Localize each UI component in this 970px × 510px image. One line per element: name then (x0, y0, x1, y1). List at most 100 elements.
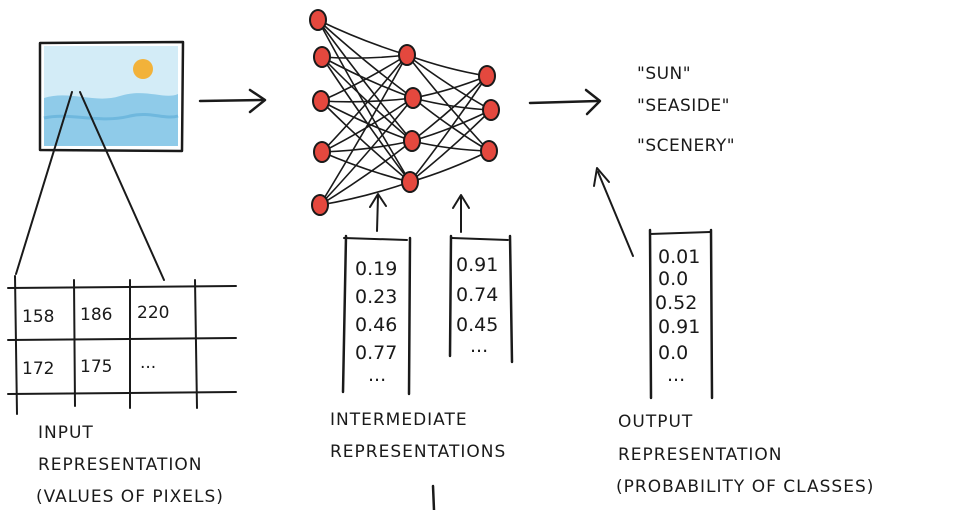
output-label-line2: REPRESENTATION (618, 445, 782, 465)
vector-bracket-top (451, 237, 509, 241)
vector-value: 0.23 (355, 286, 397, 308)
network-connection (317, 19, 413, 142)
pixel-cell: 175 (80, 357, 112, 377)
vector-value: 0.91 (456, 254, 498, 276)
input-label: INPUT REPRESENTATION (VALUES OF PIXELS) (36, 423, 224, 507)
neuron (401, 171, 419, 193)
vector-value: 0.91 (658, 316, 700, 338)
network-connection (321, 56, 411, 183)
network-connection (409, 75, 488, 183)
grid-line-h2 (7, 337, 237, 341)
neuron (480, 140, 498, 162)
arrow-input-to-network (198, 88, 267, 114)
sun-icon (133, 59, 153, 79)
pixel-cell: 172 (22, 359, 54, 379)
neuron (313, 141, 331, 163)
neuron (478, 65, 496, 87)
network-connection (319, 54, 408, 206)
input-label-line1: INPUT (38, 423, 94, 443)
vector-bracket-right (407, 236, 412, 396)
vector-bracket-left (448, 234, 453, 358)
bottom-tick (431, 484, 436, 510)
vector-value: 0.0 (658, 342, 688, 364)
neuron (312, 90, 330, 112)
network-connection (321, 54, 408, 153)
output-label-line1: OUTPUT (618, 412, 693, 432)
network-connection (321, 56, 414, 99)
image-wave (43, 112, 179, 121)
network-connection (321, 151, 411, 183)
input-image (38, 40, 185, 153)
vector-value: 0.52 (655, 292, 697, 314)
vector-value: 0.0 (658, 268, 688, 290)
input-label-line2: REPRESENTATION (38, 455, 202, 475)
image-border (38, 40, 185, 153)
neuron (313, 46, 331, 68)
network-neurons (309, 9, 500, 216)
vector-value: 0.46 (355, 314, 397, 336)
pixel-grid: 158 186 220 172 175 ... (7, 275, 237, 415)
class-label-seaside: "SEASIDE" (637, 96, 730, 116)
grid-line-v4 (194, 279, 198, 409)
output-label: OUTPUT REPRESENTATION (PROBABILITY OF CL… (616, 412, 874, 497)
class-label-scenery: "SCENERY" (637, 136, 735, 156)
network-connection (320, 97, 414, 103)
pixel-cell: 186 (80, 305, 112, 325)
neuron (311, 194, 329, 216)
network-connection (319, 97, 414, 206)
grid-line-v2 (73, 279, 76, 407)
neural-network (309, 9, 500, 216)
neuron (404, 87, 422, 109)
vector-bracket-top (649, 231, 711, 235)
network-connection (320, 100, 413, 142)
arrow-head (584, 88, 602, 116)
network-connection (321, 140, 413, 153)
connector-line-left (15, 91, 73, 275)
vector-arrow-head (452, 194, 470, 209)
class-label-sun: "SUN" (637, 64, 691, 84)
vector-value: ... (470, 335, 488, 357)
vector-arrow-shaft (376, 195, 379, 232)
intermediate-label-line2: REPRESENTATIONS (330, 442, 506, 462)
neuron (309, 9, 327, 31)
network-connection (317, 19, 408, 56)
arrow-shaft (198, 98, 264, 103)
vector-value: ... (667, 364, 685, 386)
class-labels: "SUN" "SEASIDE" "SCENERY" (637, 64, 735, 156)
intermediate-label-line1: INTERMEDIATE (330, 410, 468, 430)
network-connection (320, 100, 411, 183)
input-label-line3: (VALUES OF PIXELS) (36, 487, 224, 507)
vector-value: 0.77 (355, 342, 397, 364)
network-connection (406, 54, 488, 77)
pixel-cell: 220 (137, 303, 169, 323)
network-connection (411, 140, 490, 152)
grid-line-h3 (7, 391, 237, 395)
output-label-line3: (PROBABILITY OF CLASSES) (616, 477, 874, 497)
vector-arrow-head (593, 167, 610, 187)
network-connection (317, 19, 411, 183)
network-connection (406, 54, 492, 111)
network-connection (321, 97, 414, 153)
pixel-cell: 158 (22, 307, 54, 327)
arrow-network-to-classes (528, 88, 602, 116)
vector-value: 0.45 (456, 314, 498, 336)
vector-bracket-top (343, 237, 408, 241)
vector-bracket-left (341, 234, 348, 394)
vector-value: 0.74 (456, 284, 498, 306)
output-vector: 0.01 0.0 0.52 0.91 0.0 ... (593, 167, 714, 400)
connector-line-right (79, 91, 165, 281)
grid-line-v1 (14, 275, 18, 415)
intermediate-vector-2: 0.91 0.74 0.45 ... (448, 194, 514, 364)
image-to-grid-lines (15, 91, 165, 281)
arrow-head (248, 88, 267, 114)
network-connection (319, 181, 411, 206)
vector-arrow-shaft (597, 171, 634, 257)
network-connection (317, 19, 414, 99)
pixel-cell: ... (140, 353, 156, 373)
intermediate-vector-1: 0.19 0.23 0.46 0.77 ... (341, 193, 412, 396)
arrow-shaft (528, 99, 600, 105)
vector-bracket-right (709, 228, 714, 400)
vector-bracket-right (508, 234, 514, 364)
intermediate-label: INTERMEDIATE REPRESENTATIONS (330, 410, 506, 510)
